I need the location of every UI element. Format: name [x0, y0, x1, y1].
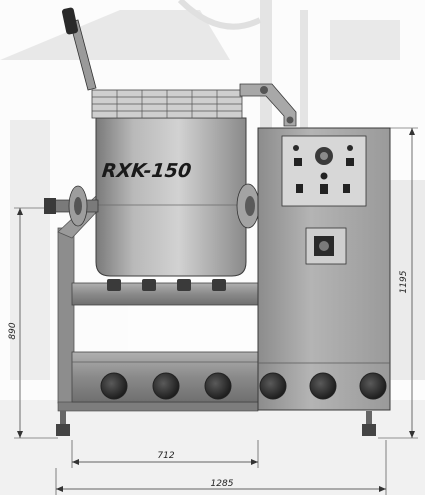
upper-rail [71, 279, 259, 306]
dimension-working-height-label: 890 [8, 322, 18, 339]
machine-model-label: RXK-150 [101, 160, 192, 182]
lid-lever-handle [61, 7, 97, 91]
dimension-total-width: 1285 [55, 440, 387, 495]
dimension-working-height: 890 [8, 207, 58, 439]
mixing-tank: RXK-150 [95, 117, 247, 277]
dimension-total-height-label: 1195 [399, 270, 409, 293]
tank-right-hub [236, 183, 260, 229]
tilt-handwheel [44, 185, 99, 227]
lower-bar [71, 351, 261, 403]
control-panel [281, 135, 367, 207]
dimension-tank-width: 712 [71, 440, 259, 468]
tank-lid-grate [91, 89, 243, 119]
control-cabinet [257, 127, 391, 411]
lid-hinge-arm [239, 83, 297, 127]
dimension-total-height: 1195 [378, 127, 418, 439]
dimension-tank-width-label: 712 [157, 451, 174, 461]
dimension-total-width-label: 1285 [211, 479, 234, 489]
main-switch [305, 227, 347, 265]
